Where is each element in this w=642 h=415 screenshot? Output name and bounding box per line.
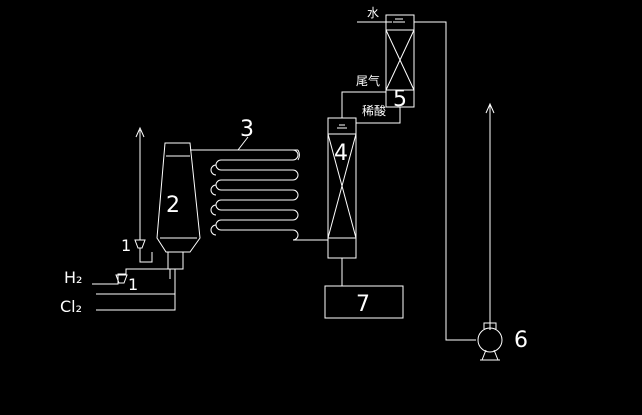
vacuum-pump: 6 xyxy=(477,322,528,361)
tail-gas-line xyxy=(341,91,386,118)
tail-gas-scrubber: 5 xyxy=(385,14,415,112)
flowmeter-lower-label: 1 xyxy=(128,275,138,294)
dilute-acid-line xyxy=(356,107,401,124)
pump-outlet xyxy=(483,322,497,329)
serpentine-cooler: 3 xyxy=(190,117,328,241)
absorber-packing-b xyxy=(327,133,357,239)
chlorine-label: Cl₂ xyxy=(60,297,82,316)
tank-shell xyxy=(324,285,404,319)
scrubber-distributor-icon xyxy=(393,18,405,23)
tank-label: 7 xyxy=(356,292,370,317)
feed-lines: H₂ Cl₂ xyxy=(60,268,176,316)
synthesis-furnace: 2 xyxy=(156,142,298,279)
furnace-label: 2 xyxy=(166,193,180,218)
absorber-tower: 4 xyxy=(327,117,357,286)
absorber-label: 4 xyxy=(334,141,348,166)
water-label: 水 xyxy=(367,6,379,20)
vent-branch xyxy=(139,248,153,263)
absorber-distributor-icon xyxy=(337,124,347,129)
absorber-shell xyxy=(327,117,357,259)
cooler-coil-inner xyxy=(210,149,300,236)
furnace-burner xyxy=(167,251,184,270)
scrubber-packing-b xyxy=(385,29,415,91)
flowmeter-lower-icon xyxy=(115,274,128,284)
acid-tank: 7 xyxy=(324,285,404,319)
chlorine-line-lower xyxy=(96,294,176,311)
cooler-leader xyxy=(237,136,249,151)
dilute-acid-label: 稀酸 xyxy=(362,103,386,118)
furnace-body xyxy=(156,142,201,253)
pump-label: 6 xyxy=(514,328,528,353)
pump-base xyxy=(480,349,500,361)
tail-gas-label: 尾气 xyxy=(356,73,380,88)
discharge-arrow-icon xyxy=(485,102,495,114)
flowmeter-upper-icon xyxy=(134,239,146,249)
flowmeters: 1 1 xyxy=(115,126,153,294)
flowmeter-upper-label: 1 xyxy=(121,236,131,255)
pump-suction-line xyxy=(414,21,476,341)
cooler-label: 3 xyxy=(240,117,254,142)
scrubber-label: 5 xyxy=(393,87,407,112)
pump-casing xyxy=(477,327,503,353)
hydrogen-label: H₂ xyxy=(64,268,82,287)
vent-arrow-icon xyxy=(135,126,145,138)
connecting-lines: 水 尾气 稀酸 xyxy=(341,6,495,341)
cooler-coil xyxy=(190,149,299,241)
